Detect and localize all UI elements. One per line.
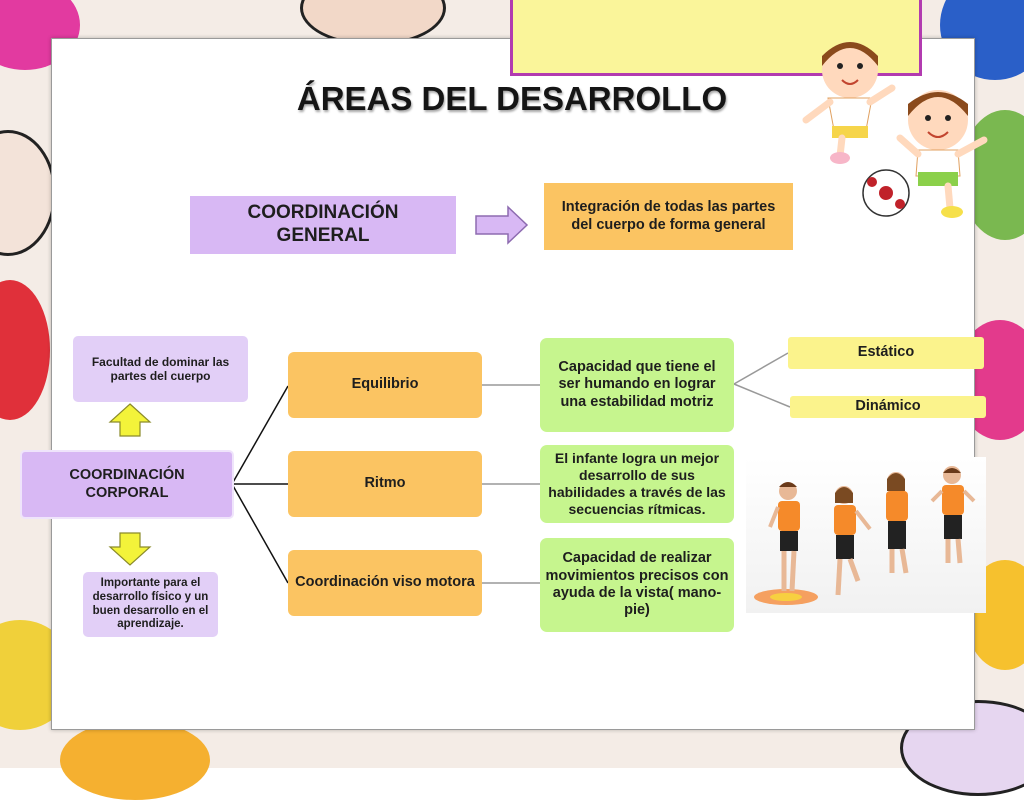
corporal-note-below: Importante para el desarrollo físico y u… bbox=[83, 572, 218, 637]
connector-line bbox=[231, 483, 289, 584]
connector-line bbox=[733, 352, 789, 385]
ritmo-description: El infante logra un mejor desarrollo de … bbox=[540, 445, 734, 523]
connector-layer bbox=[108, 42, 988, 584]
cartoon-kids-with-ball-icon bbox=[802, 42, 988, 218]
general-coordination-box: COORDINACIÓN GENERAL bbox=[190, 196, 456, 254]
subtype-estatico: Estático bbox=[788, 337, 984, 369]
corporal-coordination-box: COORDINACIÓN CORPORAL bbox=[22, 452, 232, 517]
branch-ritmo: Ritmo bbox=[288, 451, 482, 517]
general-description-box: Integración de todas las partes del cuer… bbox=[544, 183, 793, 250]
corporal-note-above: Facultad de dominar las partes del cuerp… bbox=[73, 336, 248, 402]
page-title: ÁREAS DEL DESARROLLO bbox=[296, 80, 728, 117]
connector-line bbox=[231, 385, 289, 485]
branch-equilibrio: Equilibrio bbox=[288, 352, 482, 418]
subtype-dinamico: Dinámico bbox=[790, 396, 986, 418]
equilibrio-description: Capacidad que tiene el ser humando en lo… bbox=[540, 338, 734, 432]
up-arrow-icon bbox=[108, 403, 152, 437]
viso-motora-description: Capacidad de realizar movimientos precis… bbox=[540, 538, 734, 632]
branch-viso-motora: Coordinación viso motora bbox=[288, 550, 482, 616]
down-arrow-icon bbox=[108, 532, 152, 566]
right-arrow-icon bbox=[475, 205, 529, 245]
children-balancing-photo bbox=[746, 457, 986, 613]
connector-line bbox=[733, 383, 791, 408]
children-figures-icon bbox=[754, 466, 976, 605]
